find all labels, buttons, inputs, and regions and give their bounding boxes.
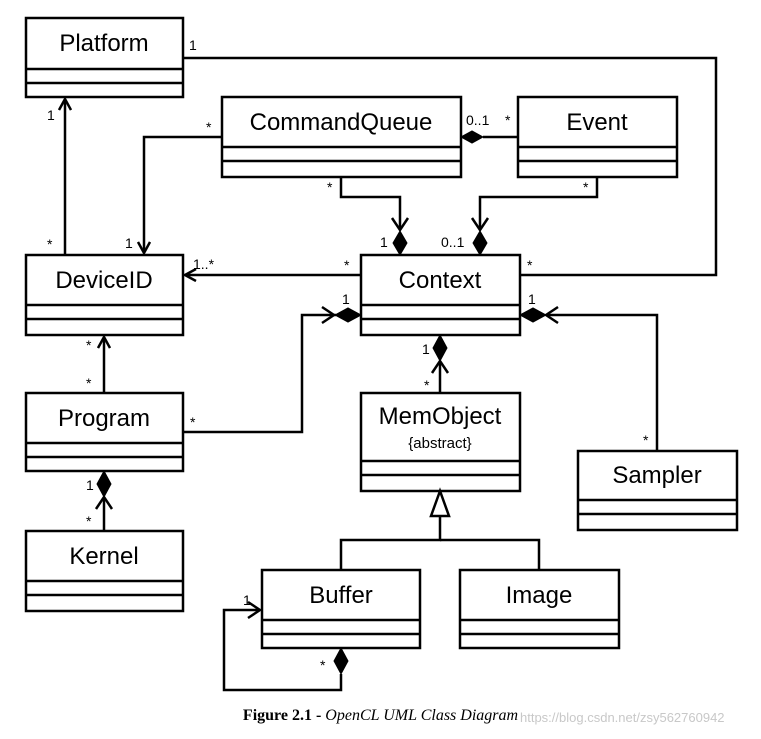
mult-label: 1	[528, 291, 536, 307]
assoc-commandqueue-deviceid	[144, 137, 222, 253]
event-label: Event	[566, 109, 628, 136]
composition-diamond-event-context	[473, 231, 487, 255]
assoc-program-context	[183, 315, 336, 432]
mult-label: 1	[342, 291, 350, 307]
sampler-label: Sampler	[612, 462, 701, 489]
mult-label: *	[47, 236, 53, 252]
mult-label: 1..*	[193, 256, 215, 272]
watermark: https://blog.csdn.net/zsy562760942	[520, 710, 725, 725]
program-label: Program	[58, 405, 150, 432]
assoc-sampler-context	[546, 315, 657, 451]
mult-label: 0..1	[466, 112, 490, 128]
mult-label: *	[344, 257, 350, 273]
kernel-label: Kernel	[69, 543, 138, 570]
mult-label: 0..1	[441, 234, 465, 250]
mult-label: 1	[47, 107, 55, 123]
mult-label: 1	[243, 592, 251, 608]
mult-label: 1	[189, 37, 197, 53]
mult-label: *	[527, 257, 533, 273]
assoc-commandqueue-context	[341, 177, 400, 230]
mult-label: *	[320, 657, 326, 673]
composition-diamond-kernel-program	[97, 471, 111, 497]
generalization-triangle	[431, 491, 449, 516]
composition-diamond-memobject-context	[433, 335, 447, 361]
composition-diamond-program-context	[335, 308, 361, 322]
mult-label: 1	[86, 477, 94, 493]
mult-label: *	[190, 414, 196, 430]
mult-label: *	[86, 375, 92, 391]
mult-label: 1	[125, 235, 133, 251]
mult-label: *	[86, 337, 92, 353]
mem-object-label: MemObject	[379, 403, 502, 430]
composition-diamond-cq-event	[461, 131, 483, 143]
figure-label: Figure 2.1 -	[243, 707, 321, 724]
generalization-image	[440, 540, 539, 570]
generalization-buffer	[341, 516, 440, 570]
mult-label: *	[643, 432, 649, 448]
mult-label: *	[86, 513, 92, 529]
mult-label: *	[206, 119, 212, 135]
mult-label: *	[505, 112, 511, 128]
context-label: Context	[399, 267, 482, 294]
composition-diamond-buffer-self	[334, 648, 348, 674]
mem-object-stereotype: {abstract}	[408, 435, 471, 452]
buffer-label: Buffer	[309, 582, 373, 609]
figure-title: OpenCL UML Class Diagram	[325, 707, 518, 724]
platform-label: Platform	[59, 30, 148, 57]
composition-diamond-cq-context	[393, 231, 407, 255]
command-queue-label: CommandQueue	[250, 109, 433, 136]
device-id-label: DeviceID	[55, 267, 152, 294]
composition-diamond-sampler-context	[520, 308, 546, 322]
mult-label: 1	[380, 234, 388, 250]
mult-label: *	[583, 179, 589, 195]
assoc-event-context	[480, 177, 597, 230]
image-label: Image	[506, 582, 573, 609]
mult-label: *	[327, 179, 333, 195]
mult-label: *	[424, 377, 430, 393]
mult-label: 1	[422, 341, 430, 357]
